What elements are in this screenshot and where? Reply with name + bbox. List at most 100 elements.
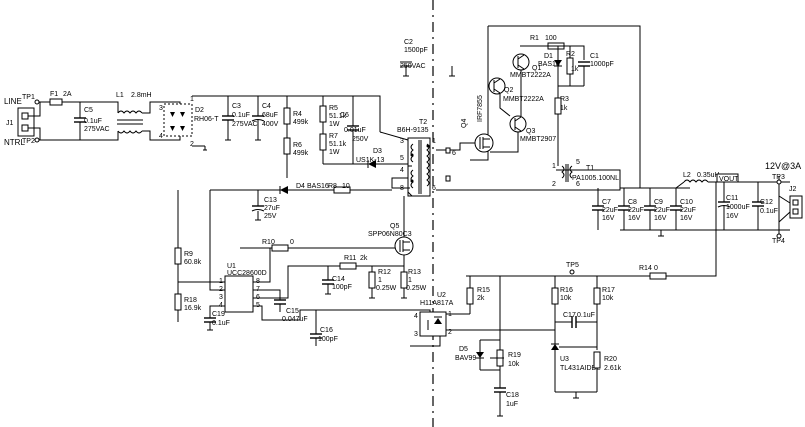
svg-text:MMBT2907: MMBT2907	[520, 136, 556, 143]
svg-text:100pF: 100pF	[318, 336, 338, 343]
wire-vout-sense	[666, 182, 717, 277]
svg-text:22uF: 22uF	[680, 207, 696, 214]
svg-text:IRF7855: IRF7855	[477, 95, 484, 122]
svg-text:10k: 10k	[602, 295, 614, 302]
svg-text:1W: 1W	[329, 149, 340, 156]
capacitor-c17: C17 0.1uF	[555, 312, 597, 328]
capacitor-c11: C11 1000uF 16V	[717, 182, 750, 230]
svg-text:R16: R16	[560, 287, 573, 294]
svg-text:Q4: Q4	[461, 119, 468, 128]
output-connector-j2: J2 12V@3A TP3 TP4	[765, 161, 803, 245]
svg-text:10k: 10k	[508, 361, 520, 368]
svg-text:22uF: 22uF	[602, 207, 618, 214]
svg-text:R6: R6	[293, 142, 302, 149]
svg-text:R15: R15	[477, 287, 490, 294]
resistor-r13: R13 1 0.25W	[400, 266, 427, 299]
capacitor-c1: C1 1000pF	[578, 53, 614, 86]
diode-d3: D3 US1K-13	[356, 148, 412, 168]
svg-text:C15: C15	[286, 308, 299, 315]
svg-text:R10: R10	[262, 239, 275, 246]
wire-r1	[520, 45, 585, 60]
svg-text:C2: C2	[404, 39, 413, 46]
svg-text:R18: R18	[184, 297, 197, 304]
svg-text:51.1k: 51.1k	[329, 113, 347, 120]
svg-text:BAV99: BAV99	[455, 355, 476, 362]
svg-text:2.8mH: 2.8mH	[131, 92, 152, 99]
svg-text:22uF: 22uF	[628, 207, 644, 214]
svg-text:275VAC: 275VAC	[232, 121, 258, 128]
svg-text:2k: 2k	[477, 295, 485, 302]
wire-hv-bus	[192, 95, 381, 132]
svg-text:0.1uF: 0.1uF	[577, 312, 595, 319]
svg-text:MMBT2222A: MMBT2222A	[503, 96, 544, 103]
svg-text:L1: L1	[116, 92, 124, 99]
svg-text:51.1k: 51.1k	[329, 141, 347, 148]
capacitor-c18: C18 1uF	[494, 387, 519, 417]
svg-text:1500pF: 1500pF	[404, 47, 428, 54]
transformer-t2: 3 5 4 8 1 6 T2 B6H-9135	[397, 119, 436, 197]
svg-text:5: 5	[400, 155, 404, 162]
svg-text:0.1uF: 0.1uF	[84, 118, 102, 125]
svg-text:100: 100	[545, 35, 557, 42]
resistor-r20: R20 2.61k	[593, 351, 622, 392]
svg-text:R5: R5	[329, 105, 338, 112]
svg-text:2: 2	[448, 329, 452, 336]
resistor-r3: R3 1k	[554, 86, 569, 166]
capacitor-c13: C13 27uF 25V	[251, 190, 280, 221]
svg-text:R4: R4	[293, 111, 302, 118]
svg-text:R19: R19	[508, 352, 521, 359]
mosfet-q5: Q5 SPP06N80C3	[368, 223, 414, 256]
svg-text:PA1005.100NL: PA1005.100NL	[572, 175, 619, 182]
svg-text:1: 1	[378, 277, 382, 284]
capacitor-c19: C19 0.1uF	[204, 311, 230, 331]
optocoupler-u2: U2 H11A817A 4 3 1 2	[414, 292, 454, 338]
svg-text:L2: L2	[683, 172, 691, 179]
resistor-r9: R9 60.8k	[174, 247, 202, 266]
svg-text:RH06-T: RH06-T	[194, 116, 219, 123]
capacitor-c5: C5 0.1uF 275VAC	[74, 102, 110, 140]
transformer-t1: T1 PA1005.100NL 1 2 5 6	[552, 159, 619, 188]
svg-text:J2: J2	[789, 186, 797, 193]
svg-text:C11: C11	[726, 195, 738, 202]
svg-text:0.25W: 0.25W	[406, 285, 427, 292]
svg-text:BAS16: BAS16	[307, 183, 329, 190]
wire-vdd	[209, 190, 225, 291]
svg-text:R13: R13	[408, 269, 421, 276]
svg-text:0.25W: 0.25W	[376, 285, 397, 292]
resistor-r19: R19 10k	[480, 340, 521, 388]
svg-text:6: 6	[576, 181, 580, 188]
svg-text:D4: D4	[296, 183, 305, 190]
pad-a	[445, 147, 451, 154]
svg-text:1000uF: 1000uF	[726, 204, 750, 211]
resistor-r15: R15 2k	[466, 276, 490, 314]
svg-text:1k: 1k	[560, 105, 568, 112]
svg-text:D5: D5	[459, 346, 468, 353]
svg-text:3: 3	[219, 294, 223, 301]
wire-sr-top	[488, 25, 641, 188]
capacitor-c2: C2 1500pF 250VAC	[400, 39, 455, 77]
svg-text:1: 1	[408, 277, 412, 284]
svg-text:1: 1	[190, 96, 194, 103]
svg-text:0.1uF: 0.1uF	[232, 112, 250, 119]
fuse-f1: F1 2A	[49, 91, 72, 106]
svg-text:BAS16: BAS16	[538, 61, 560, 68]
ntrl-label: NTRL	[4, 138, 25, 147]
svg-text:Q5: Q5	[390, 223, 399, 230]
capacitor-c15: C15 0.047uF	[274, 299, 308, 323]
capacitor-c3: C3 0.1uF 275VAC	[222, 96, 258, 141]
svg-text:R17: R17	[602, 287, 615, 294]
svg-text:C13: C13	[264, 197, 277, 204]
svg-text:R14: R14	[639, 265, 652, 272]
svg-text:3: 3	[400, 138, 404, 145]
resistor-r7: R7 51.1k 1W	[319, 122, 347, 164]
svg-text:25V: 25V	[264, 213, 277, 220]
transistor-q2: Q2 MMBT2222A	[488, 77, 544, 103]
wire-sec-return	[436, 169, 621, 191]
svg-text:2: 2	[552, 181, 556, 188]
svg-text:0.01uF: 0.01uF	[344, 127, 366, 134]
svg-text:C16: C16	[320, 327, 333, 334]
svg-text:16.9k: 16.9k	[184, 305, 202, 312]
svg-text:0: 0	[290, 239, 294, 246]
svg-text:5: 5	[576, 159, 580, 166]
svg-text:TP4: TP4	[772, 238, 785, 245]
